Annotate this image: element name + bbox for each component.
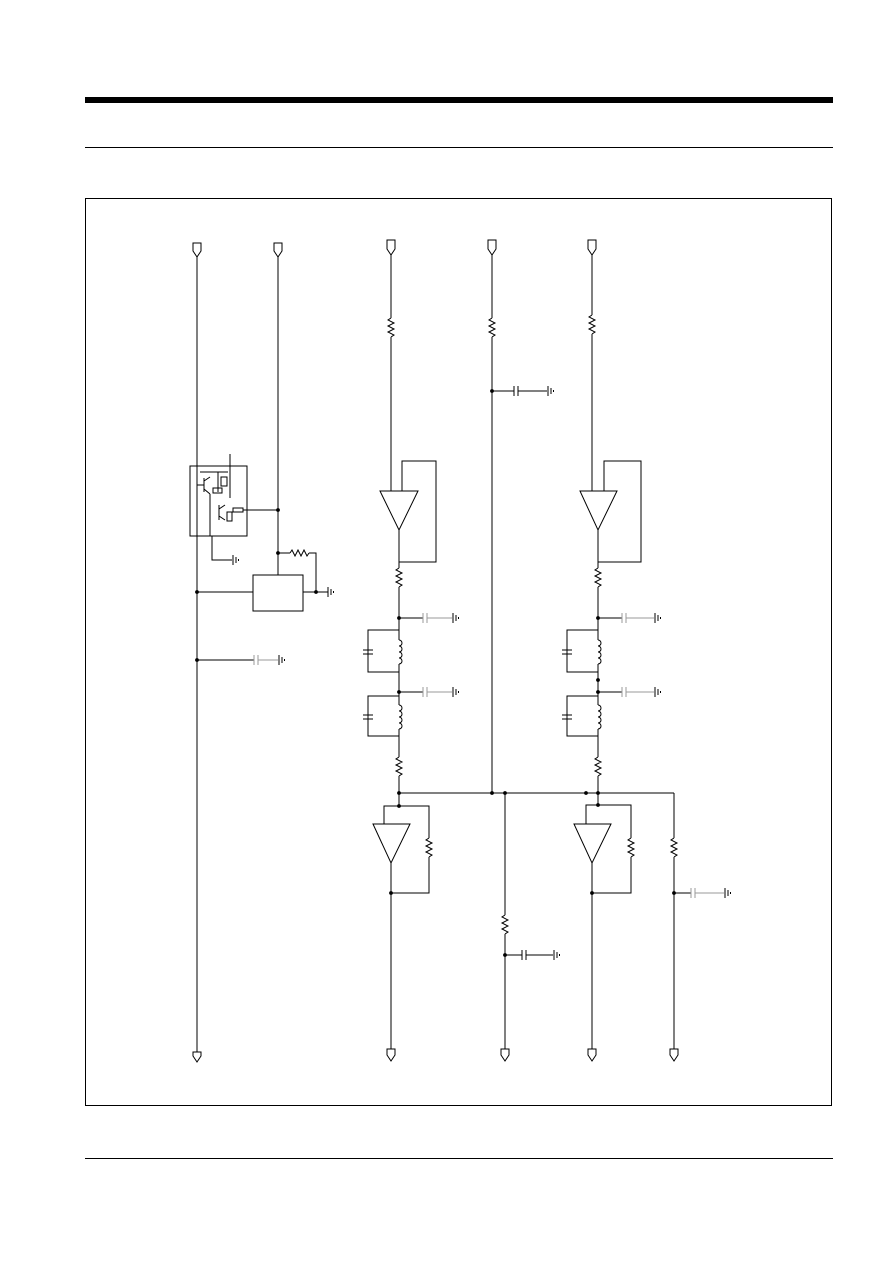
channel-a [363,239,459,1062]
capacitor-icon [363,649,373,655]
terminal-bottom-3 [500,1048,510,1062]
ground-icon [724,888,731,898]
capacitor-icon [513,386,519,396]
bias-network [399,239,731,1062]
ground-icon [452,687,459,697]
ground-icon [654,687,661,697]
opamp-a1 [379,490,419,532]
wire-opamp-a1-feedback [399,460,437,563]
resistor-bias-low [500,914,510,935]
terminal-top-4 [487,239,497,256]
capacitor-icon [363,714,373,720]
terminal-top-2 [273,242,283,258]
resistor-input-a [386,317,396,338]
capacitor-icon [422,687,428,697]
capacitor-icon [621,613,627,623]
inductor-a2 [398,704,403,730]
wire-module-gnd [211,536,232,561]
capacitor-icon [621,687,627,697]
ground-icon [654,613,661,623]
inductor-b2 [597,704,602,730]
header-rule-thin [85,147,833,148]
module-resistor-1 [220,476,228,487]
schematic-frame [85,198,832,1106]
junction [276,508,280,512]
resistor-b1 [593,567,603,588]
capacitor-icon [422,613,428,623]
capacitor-icon [690,888,696,898]
capacitor-icon [562,714,572,720]
terminal-top-3 [386,239,396,256]
junction [195,590,199,594]
regulator-block [252,574,304,612]
resistor-bias-right [669,837,679,858]
ground-icon [452,613,459,623]
transistor-module [189,465,248,537]
resistor-a3 [424,837,434,858]
module-resistor-2 [212,487,223,494]
opamp-a2 [372,823,411,865]
module-resistor-4 [232,507,244,513]
inductor-b1 [597,639,602,665]
resistor-feedback [289,548,310,558]
terminal-top-1 [192,242,202,258]
resistor-bias [487,317,497,338]
terminal-bottom-2 [386,1048,396,1062]
footer-rule [85,1158,833,1159]
capacitor-icon [562,649,572,655]
transistor-2-col [218,504,226,510]
power-section [189,242,334,1063]
resistor-b2 [593,756,603,777]
resistor-input-b [587,314,597,335]
resistor-a1 [394,567,404,588]
terminal-bottom-4 [587,1048,597,1062]
ground-icon [278,655,285,665]
ground-icon [232,555,239,565]
opamp-b1 [579,490,618,532]
terminal-top-5 [587,239,597,256]
wire-feedback-b [309,552,317,592]
ground-icon [553,950,560,960]
ground-icon [327,587,334,597]
resistor-a2 [394,756,404,777]
ground-icon [547,386,554,396]
channel-b [562,239,661,1062]
capacitor-icon [253,655,259,665]
transistor-1-emit [203,488,211,495]
transistor-2-emit [218,515,226,521]
inductor-a1 [398,639,403,665]
terminal-bottom-5 [669,1048,679,1062]
resistor-b3 [626,837,636,858]
terminal-bottom-1 [192,1051,202,1063]
capacitor-icon [521,950,527,960]
module-resistor-3 [226,511,233,522]
opamp-b2 [573,823,612,865]
transistor-1-col [203,476,211,482]
header-rule-thick [85,97,833,103]
wire-opamp-b1-feedback [598,460,642,563]
